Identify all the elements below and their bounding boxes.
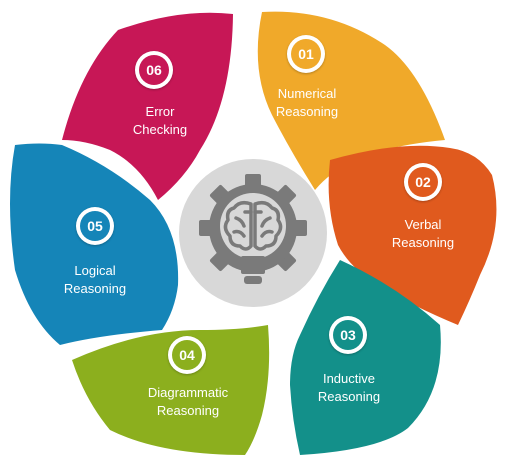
- step-06-number: 06: [139, 55, 169, 85]
- step-01-badge: 01: [287, 35, 325, 73]
- step-02-label-line2: Reasoning: [391, 235, 455, 250]
- gear-brain-lightbulb-icon: [179, 159, 327, 307]
- step-06-label: Error Checking: [100, 103, 220, 139]
- step-06-badge: 06: [135, 51, 173, 89]
- step-05-label-line2: Reasoning: [63, 281, 127, 296]
- step-02-badge: 02: [404, 163, 442, 201]
- step-01-label-line1: Numerical: [277, 86, 337, 101]
- step-03-label-line2: Reasoning: [317, 389, 381, 404]
- step-06-label-line1: Error: [145, 104, 175, 119]
- step-01-label-line2: Reasoning: [275, 104, 339, 119]
- step-06-label-line2: Checking: [132, 122, 188, 137]
- step-01-number: 01: [291, 39, 321, 69]
- step-05-badge: 05: [76, 207, 114, 245]
- central-hub: [178, 158, 328, 308]
- step-03-number: 03: [333, 320, 363, 350]
- step-05-label-line1: Logical: [74, 263, 116, 278]
- step-02-label-line1: Verbal: [404, 217, 442, 232]
- step-04-badge: 04: [168, 336, 206, 374]
- step-02-label: Verbal Reasoning: [363, 216, 483, 252]
- step-05-number: 05: [80, 211, 110, 241]
- step-04-label-line2: Reasoning: [156, 403, 220, 418]
- step-03-label: Inductive Reasoning: [289, 370, 409, 406]
- step-04-label-line1: Diagrammatic: [147, 385, 229, 400]
- step-05-label: Logical Reasoning: [35, 262, 155, 298]
- step-04-label: Diagrammatic Reasoning: [128, 384, 248, 420]
- step-02-number: 02: [408, 167, 438, 197]
- step-04-number: 04: [172, 340, 202, 370]
- step-01-label: Numerical Reasoning: [247, 85, 367, 121]
- step-03-label-line1: Inductive: [322, 371, 376, 386]
- step-03-badge: 03: [329, 316, 367, 354]
